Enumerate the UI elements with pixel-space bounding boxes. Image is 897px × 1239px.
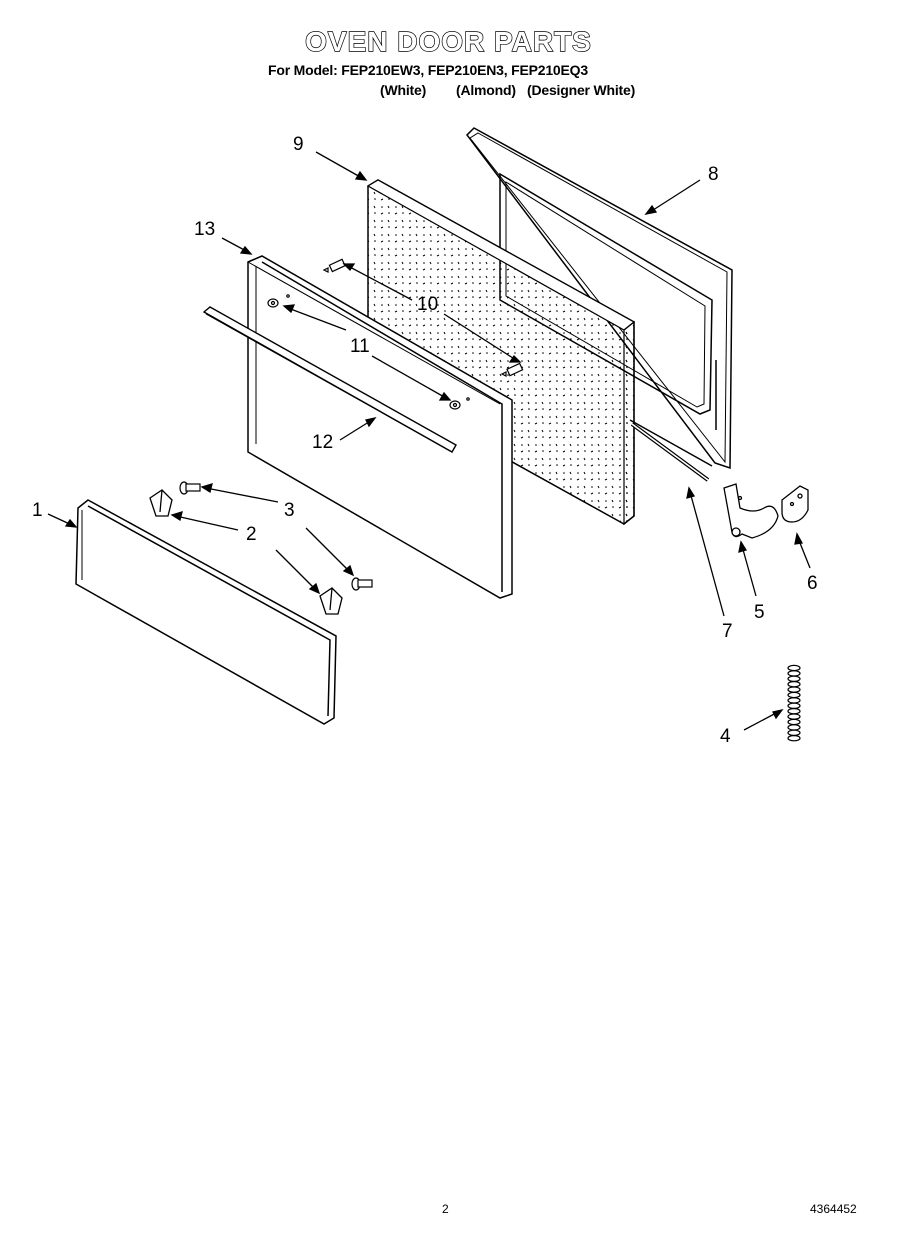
part-2-bracket-upper — [149, 489, 173, 517]
callout-13: 13 — [194, 219, 216, 240]
spring-coil — [787, 664, 801, 672]
part-1-outer-door-panel — [75, 499, 337, 725]
spring-coil — [787, 713, 801, 720]
color-white-label: (White) — [380, 82, 427, 98]
spring-coil — [787, 691, 801, 699]
part-6-hinge-bracket — [781, 485, 809, 523]
spring-coil — [787, 718, 801, 726]
part-11-washer-lower — [449, 397, 470, 410]
color-designer-white-label: (Designer White) — [527, 82, 636, 98]
leader-arrows — [47, 151, 811, 731]
part-2-bracket-lower — [319, 587, 343, 615]
callout-5: 5 — [754, 602, 765, 623]
part-4-spring — [787, 664, 801, 742]
spring-coil — [787, 670, 801, 677]
part-3-screw-upper — [179, 481, 201, 495]
spring-coil — [787, 675, 801, 683]
spring-coil — [787, 729, 801, 737]
part-10-screw-upper — [322, 258, 346, 273]
part-5-hinge — [723, 483, 779, 539]
part-3-screw-lower — [351, 577, 373, 591]
callout-9: 9 — [293, 134, 304, 155]
callout-4: 4 — [720, 726, 731, 747]
spring-coil — [787, 681, 801, 688]
callout-8: 8 — [708, 164, 719, 185]
callout-1: 1 — [32, 500, 43, 521]
spring-coil — [787, 708, 801, 715]
callout-7: 7 — [722, 621, 733, 642]
part-13-inner-door-panel — [247, 255, 513, 599]
spring-coil — [787, 697, 801, 704]
document-number: 4364452 — [810, 1202, 857, 1216]
callout-12: 12 — [312, 432, 334, 453]
callout-2: 2 — [246, 524, 257, 545]
callout-3: 3 — [284, 500, 295, 521]
part-10-screw-lower — [500, 362, 524, 377]
spring-coil — [787, 686, 801, 693]
model-numbers: For Model: FEP210EW3, FEP210EN3, FEP210E… — [268, 62, 588, 78]
callout-6: 6 — [807, 573, 818, 594]
spring-coil — [787, 735, 801, 742]
callout-10: 10 — [417, 294, 439, 315]
callout-11: 11 — [350, 336, 370, 357]
part-7-rod — [630, 422, 710, 482]
color-almond-label: (Almond) — [456, 82, 516, 98]
spring-coil — [787, 702, 801, 710]
part-11-washer-upper — [267, 294, 290, 308]
page-title: OVEN DOOR PARTS — [304, 25, 592, 57]
spring-coil — [787, 724, 801, 731]
part-12-trim-rod — [202, 306, 457, 453]
page-number: 2 — [442, 1202, 449, 1216]
